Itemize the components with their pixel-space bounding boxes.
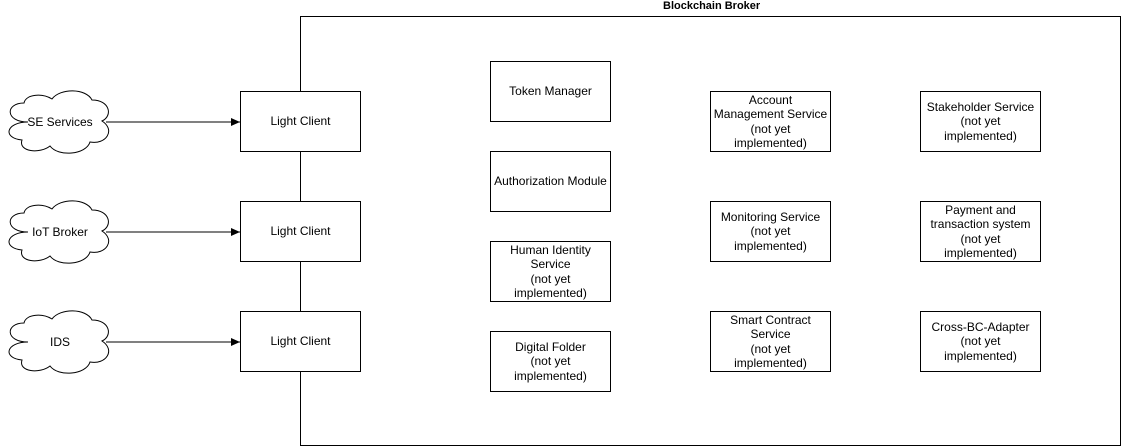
payment-transaction-system-box: Payment and transaction system (not yet … [920,201,1041,262]
cloud-label: IoT Broker [32,225,88,239]
token-manager-box: Token Manager [490,61,611,122]
cloud-iot-broker: IoT Broker [8,206,112,258]
cloud-shape-ids [8,310,110,374]
cloud-shape-iot-broker [8,200,110,264]
human-identity-service-box: Human Identity Service (not yet implemen… [490,241,611,302]
blockchain-broker-title: Blockchain Broker [663,0,761,12]
account-management-service-box: Account Management Service (not yet impl… [710,91,831,152]
cloud-ids: IDS [8,316,112,368]
monitoring-service-box: Monitoring Service (not yet implemented) [710,201,831,262]
cloud-label: IDS [49,335,70,349]
cross-bc-adapter-box: Cross-BC-Adapter (not yet implemented) [920,311,1041,372]
cloud-shape-se-services [8,90,110,154]
smart-contract-service-box: Smart Contract Service (not yet implemen… [710,311,831,372]
cloud-label: SE Services [27,115,93,129]
digital-folder-box: Digital Folder (not yet implemented) [490,331,611,392]
light-client-3: Light Client [240,311,361,372]
cloud-se-services: SE Services [8,96,112,148]
light-client-2: Light Client [240,201,361,262]
authorization-module-box: Authorization Module [490,151,611,212]
light-client-1: Light Client [240,91,361,152]
stakeholder-service-box: Stakeholder Service (not yet implemented… [920,91,1041,152]
